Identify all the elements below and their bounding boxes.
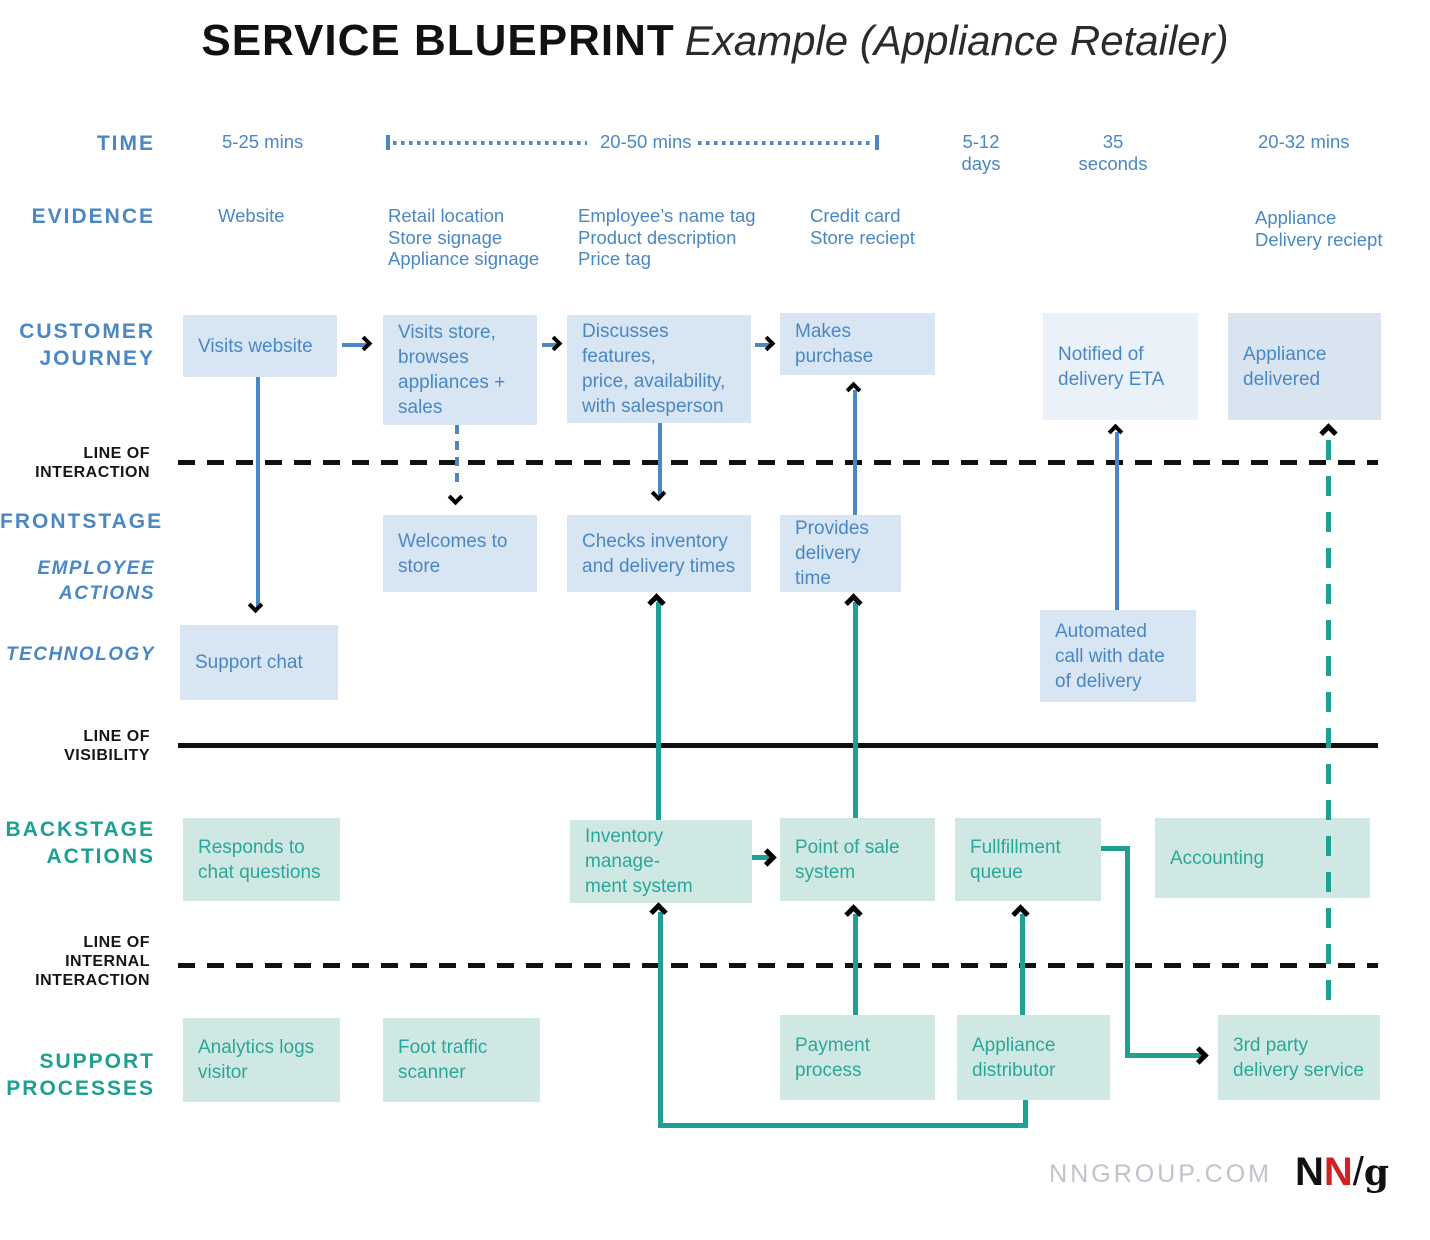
box-visits-store: Visits store, browses appliances + sales	[383, 315, 537, 425]
time-ruler-dotted-right	[698, 141, 872, 145]
nng-logo-n1: N	[1295, 1150, 1324, 1194]
label-line-of-internal-interaction: LINE OF INTERNAL INTERACTION	[35, 934, 150, 989]
time-ruler-start-bar	[386, 135, 390, 150]
arrow-pos-to-provides-line	[853, 602, 858, 818]
elbow-distributor-to-inventory-seg2	[658, 1123, 1028, 1128]
nng-logo-n2: N	[1323, 1150, 1353, 1194]
time-ruler-dotted-left	[393, 141, 587, 145]
arrow-store-to-welcomes-line	[455, 425, 459, 487]
arrow-payment-to-pos-line	[853, 914, 858, 1015]
arrow-website-to-store-head	[356, 335, 373, 352]
arrow-distributor-to-fulfillment-head	[1011, 904, 1030, 923]
box-checks-inventory: Checks inventory and delivery times	[567, 515, 751, 592]
arrow-inventory-to-checks-line	[656, 602, 661, 820]
arrow-pos-to-provides-head	[844, 593, 863, 612]
box-provides-delivery-time: Provides delivery time	[780, 515, 901, 592]
arrow-payment-to-pos-head	[844, 904, 863, 923]
line-of-internal-interaction	[178, 963, 1378, 968]
elbow-fulfillment-to-3rdparty-seg3	[1125, 1053, 1203, 1058]
box-discusses-features: Discusses features, price, availability,…	[567, 315, 751, 423]
box-inventory-management: Inventory manage- ment system	[570, 820, 752, 903]
arrow-store-to-discusses-line	[542, 343, 556, 347]
box-payment-process: Payment process	[780, 1015, 935, 1100]
box-support-chat: Support chat	[180, 625, 338, 700]
arrow-website-to-supportchat-head	[247, 597, 264, 614]
arrow-automatedcall-to-notified-head	[1107, 423, 1124, 440]
time-5-12-days: 5-12 days	[961, 131, 1001, 174]
label-line-of-interaction: LINE OF INTERACTION	[35, 445, 150, 481]
lane-label-customer-journey: CUSTOMER JOURNEY	[19, 320, 155, 370]
evidence-website: Website	[218, 205, 285, 226]
arrow-website-to-supportchat-line	[256, 377, 260, 607]
arrow-discusses-to-checks-head	[650, 485, 667, 502]
box-makes-purchase: Makes purchase	[780, 313, 935, 375]
evidence-retail-location: Retail location Store signage Appliance …	[388, 205, 540, 269]
box-notified-delivery-eta: Notified of delivery ETA	[1043, 313, 1198, 420]
box-third-party-delivery: 3rd party delivery service	[1218, 1015, 1380, 1100]
time-ruler-end-bar	[875, 135, 879, 150]
arrow-inventory-to-pos-line	[752, 855, 772, 860]
arrow-discusses-to-purchase-line	[755, 343, 769, 347]
title-sub: Example (Appliance Retailer)	[684, 17, 1229, 64]
time-20-32-mins: 20-32 mins	[1258, 131, 1350, 152]
elbow-fulfillment-to-3rdparty-head	[1190, 1046, 1209, 1065]
nng-logo: NN/g	[1295, 1150, 1389, 1195]
time-5-25-mins: 5-25 mins	[222, 131, 304, 152]
arrow-inventory-to-checks-head	[647, 593, 666, 612]
box-appliance-delivered: Appliance delivered	[1228, 313, 1381, 420]
arrow-distributor-to-fulfillment-line	[1020, 914, 1025, 1015]
time-20-50-mins: 20-50 mins	[600, 131, 692, 152]
footer-site-url: NNGROUP.COM	[1049, 1160, 1272, 1188]
arrow-store-to-discusses-head	[546, 335, 563, 352]
arrow-3rdparty-to-delivered-line	[1326, 440, 1331, 1015]
box-accounting: Accounting	[1155, 818, 1370, 898]
elbow-distributor-to-inventory-seg1	[1023, 1100, 1028, 1128]
lane-label-evidence: EVIDENCE	[31, 205, 155, 228]
nng-logo-slash: /	[1352, 1150, 1364, 1194]
elbow-fulfillment-to-3rdparty-seg2	[1125, 846, 1130, 1058]
lane-label-frontstage: FRONTSTAGE	[0, 510, 164, 533]
arrow-discusses-to-checks-line	[658, 423, 662, 495]
evidence-appliance: Appliance Delivery reciept	[1255, 207, 1383, 250]
box-foot-traffic: Foot traffic scanner	[383, 1018, 540, 1102]
lane-label-employee-actions: EMPLOYEE ACTIONS	[37, 558, 155, 604]
arrow-discusses-to-purchase-head	[759, 335, 776, 352]
title-main: SERVICE BLUEPRINT	[201, 16, 675, 65]
lane-label-support-processes: SUPPORT PROCESSES	[6, 1050, 155, 1100]
arrow-website-to-store-line	[342, 343, 366, 347]
box-fulfillment-queue: Fullfillment queue	[955, 818, 1101, 901]
arrow-provides-to-purchase-head	[845, 381, 862, 398]
line-of-interaction	[178, 460, 1378, 465]
box-visits-website: Visits website	[183, 315, 337, 377]
evidence-name-tag: Employee’s name tag Product description …	[578, 205, 756, 269]
lane-label-time: TIME	[96, 132, 155, 155]
box-automated-call: Automated call with date of delivery	[1040, 610, 1196, 702]
label-line-of-visibility: LINE OF VISIBILITY	[64, 728, 150, 764]
box-analytics-logs: Analytics logs visitor	[183, 1018, 340, 1102]
elbow-distributor-to-inventory-seg3	[658, 912, 663, 1128]
evidence-credit-card: Credit card Store reciept	[810, 205, 915, 248]
lane-label-technology: TECHNOLOGY	[5, 644, 155, 665]
nng-logo-g: g	[1363, 1152, 1390, 1194]
box-welcomes-to-store: Welcomes to store	[383, 515, 537, 592]
line-of-visibility	[178, 743, 1378, 748]
arrow-provides-to-purchase-line	[853, 390, 857, 515]
box-point-of-sale: Point of sale system	[780, 818, 935, 901]
arrow-3rdparty-to-delivered-head	[1319, 423, 1338, 442]
box-responds-chat: Responds to chat questions	[183, 818, 340, 901]
time-35-seconds: 35 seconds	[1078, 131, 1148, 174]
elbow-fulfillment-to-3rdparty-seg1	[1101, 846, 1130, 851]
arrow-inventory-to-pos-head	[758, 848, 777, 867]
box-appliance-distributor: Appliance distributor	[957, 1015, 1110, 1100]
lane-label-backstage-actions: BACKSTAGE ACTIONS	[5, 818, 155, 868]
arrow-store-to-welcomes-head	[447, 489, 464, 506]
elbow-distributor-to-inventory-head	[649, 902, 668, 921]
arrow-automatedcall-to-notified-line	[1115, 432, 1119, 610]
